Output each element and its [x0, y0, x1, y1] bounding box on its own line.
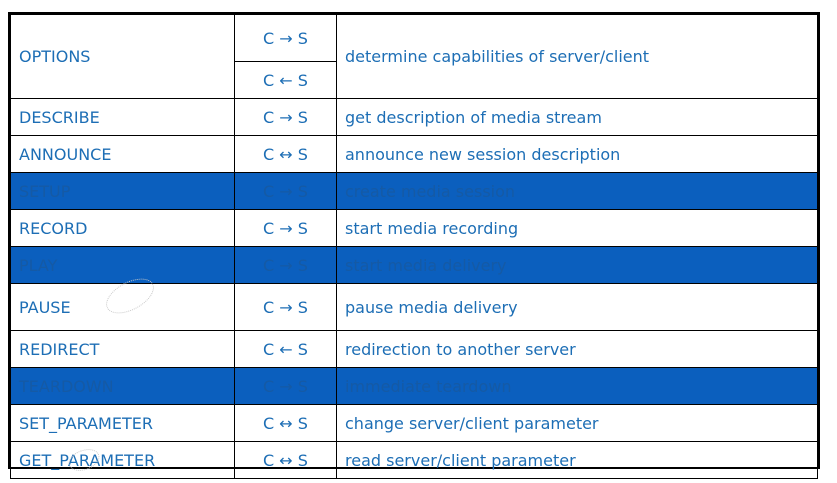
direction-cell: C ← S: [234, 330, 337, 368]
table-row-set-parameter: SET_PARAMETER C ↔ S change server/client…: [10, 404, 818, 442]
description-cell: create media session: [336, 172, 818, 210]
table-row-pause: PAUSE C → S pause media delivery: [10, 283, 818, 331]
method-cell: GET_PARAMETER: [10, 441, 235, 479]
description-cell: start media recording: [336, 209, 818, 247]
table-row-setup: SETUP C → S create media session: [10, 172, 818, 210]
description-cell: read server/client parameter: [336, 441, 818, 479]
direction-cell: C → S: [234, 209, 337, 247]
methods-table: OPTIONS C → S determine capabilities of …: [10, 14, 818, 479]
table-row-options: OPTIONS C → S determine capabilities of …: [10, 14, 818, 99]
rtsp-methods-table: OPTIONS C → S determine capabilities of …: [8, 12, 820, 479]
direction-cell: C ↔ S: [234, 441, 337, 479]
table-row-teardown: TEARDOWN C → S immediate teardown: [10, 367, 818, 405]
method-cell: OPTIONS: [10, 14, 235, 99]
direction-cell: C → S: [234, 246, 337, 284]
table-row-redirect: REDIRECT C ← S redirection to another se…: [10, 330, 818, 368]
direction-cell: C → S: [234, 367, 337, 405]
table-row-get-parameter: GET_PARAMETER C ↔ S read server/client p…: [10, 441, 818, 479]
description-cell: pause media delivery: [336, 283, 818, 331]
direction-cell: C ↔ S: [234, 135, 337, 173]
direction-cell: C → S: [234, 98, 337, 136]
description-cell: redirection to another server: [336, 330, 818, 368]
direction-cell: C → S: [234, 14, 337, 62]
method-cell: SET_PARAMETER: [10, 404, 235, 442]
table-row-describe: DESCRIBE C → S get description of media …: [10, 98, 818, 136]
direction-cell: C → S: [234, 283, 337, 331]
description-cell: announce new session description: [336, 135, 818, 173]
method-cell: PAUSE: [10, 283, 235, 331]
direction-cell: C ← S: [234, 61, 337, 99]
table-row-record: RECORD C → S start media recording: [10, 209, 818, 247]
table-row-play: PLAY C → S start media delivery: [10, 246, 818, 284]
description-cell: determine capabilities of server/client: [336, 14, 818, 99]
method-cell: TEARDOWN: [10, 367, 235, 405]
method-cell: REDIRECT: [10, 330, 235, 368]
direction-cell: C ↔ S: [234, 404, 337, 442]
direction-cell: C → S: [234, 172, 337, 210]
table-row-options-reverse: C ← S: [11, 61, 818, 99]
description-cell: get description of media stream: [336, 98, 818, 136]
method-cell: SETUP: [10, 172, 235, 210]
method-cell: DESCRIBE: [10, 98, 235, 136]
description-cell: change server/client parameter: [336, 404, 818, 442]
method-cell: PLAY: [10, 246, 235, 284]
method-cell: ANNOUNCE: [10, 135, 235, 173]
method-cell: RECORD: [10, 209, 235, 247]
table-row-announce: ANNOUNCE C ↔ S announce new session desc…: [10, 135, 818, 173]
description-cell: immediate teardown: [336, 367, 818, 405]
description-cell: start media delivery: [336, 246, 818, 284]
